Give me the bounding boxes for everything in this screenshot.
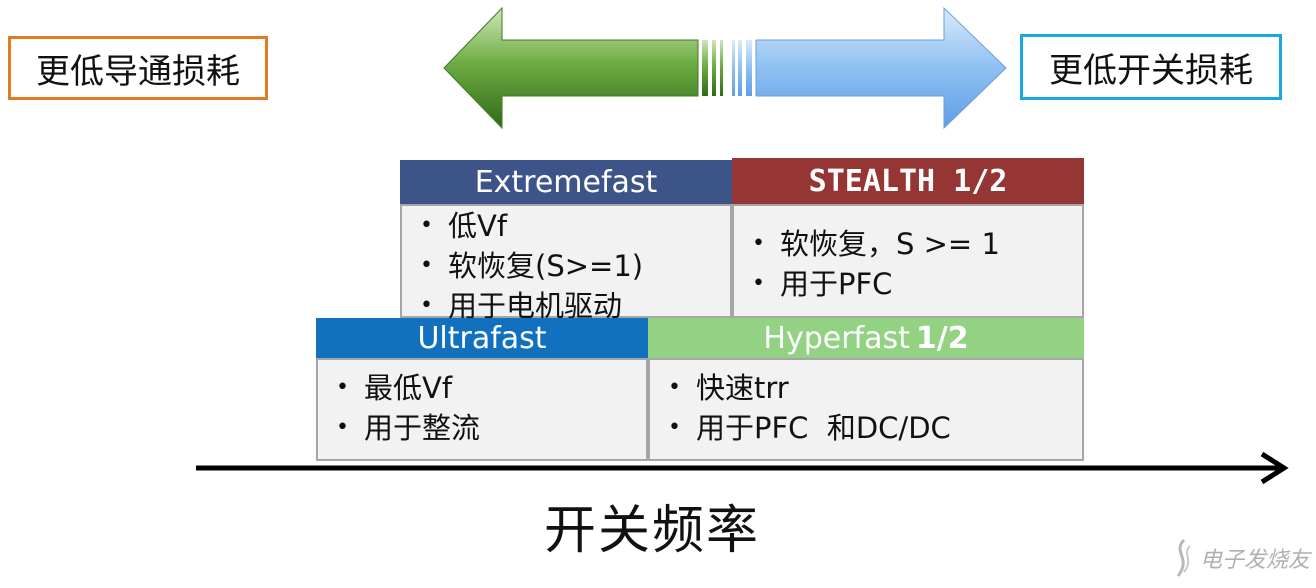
watermark-logo-icon bbox=[1176, 538, 1191, 577]
lower-switching-loss-label: 更低开关损耗 bbox=[1020, 34, 1282, 100]
switching-frequency-axis bbox=[196, 446, 1296, 490]
list-item: 用于整流 bbox=[318, 408, 646, 448]
extremefast-title: Extremefast bbox=[400, 160, 732, 204]
stealth-list: 软恢复，S >= 1 用于PFC bbox=[734, 224, 1082, 304]
double-arrow-graphic bbox=[443, 6, 1007, 130]
axis-title-text: 开关频率 bbox=[543, 501, 760, 561]
axis-arrow-icon bbox=[196, 451, 1289, 485]
stealth-body: 软恢复，S >= 1 用于PFC bbox=[732, 204, 1084, 318]
axis-title: 开关频率 bbox=[0, 488, 1316, 563]
hyperfast-body: 快速trr 用于PFC 和DC/DC bbox=[648, 358, 1084, 461]
extremefast-body: 低Vf 软恢复(S>=1) 用于电机驱动 bbox=[400, 204, 732, 326]
lower-switching-loss-text: 更低开关损耗 bbox=[1049, 50, 1253, 91]
list-item: 快速trr bbox=[650, 368, 1082, 408]
list-item: 软恢复，S >= 1 bbox=[734, 224, 1082, 264]
ultrafast-title: Ultrafast bbox=[316, 318, 648, 358]
list-item: 用于电机驱动 bbox=[402, 286, 730, 326]
hyperfast-title: Hyperfast bbox=[763, 320, 910, 356]
list-item: 最低Vf bbox=[318, 368, 646, 408]
hyperfast-list: 快速trr 用于PFC 和DC/DC bbox=[650, 368, 1082, 448]
list-item: 低Vf bbox=[402, 206, 730, 246]
list-item: 用于PFC bbox=[734, 264, 1082, 304]
ultrafast-body: 最低Vf 用于整流 bbox=[316, 358, 648, 461]
right-blue-arrow bbox=[732, 6, 1007, 130]
extremefast-list: 低Vf 软恢复(S>=1) 用于电机驱动 bbox=[402, 206, 730, 326]
watermark: 电子发烧友 bbox=[1170, 532, 1310, 584]
lower-conduction-loss-label: 更低导通损耗 bbox=[8, 36, 268, 100]
watermark-text: 电子发烧友 bbox=[1200, 548, 1311, 573]
lower-conduction-loss-text: 更低导通损耗 bbox=[36, 51, 240, 92]
stealth-card: STEALTH 1/2 软恢复，S >= 1 用于PFC bbox=[732, 158, 1084, 318]
ultrafast-card: Ultrafast 最低Vf 用于整流 bbox=[316, 318, 648, 461]
ultrafast-list: 最低Vf 用于整流 bbox=[318, 368, 646, 448]
double-direction-arrow bbox=[440, 6, 1010, 130]
list-item: 用于PFC 和DC/DC bbox=[650, 408, 1082, 448]
left-green-arrow bbox=[443, 6, 723, 130]
hyperfast-title-suffix: 1/2 bbox=[915, 320, 969, 356]
extremefast-card: Extremefast 低Vf 软恢复(S>=1) 用于电机驱动 bbox=[400, 160, 732, 326]
stealth-title: STEALTH 1/2 bbox=[732, 158, 1084, 204]
list-item: 软恢复(S>=1) bbox=[402, 246, 730, 286]
